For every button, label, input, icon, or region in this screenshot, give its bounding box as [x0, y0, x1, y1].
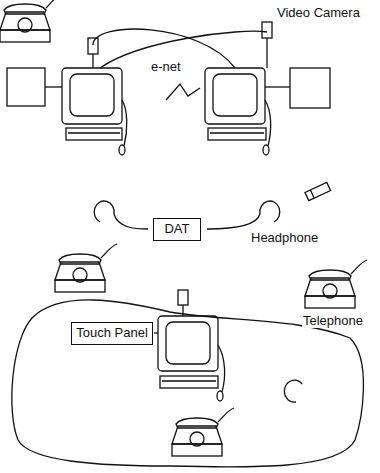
headphone: [94, 201, 114, 222]
telephone: [0, 0, 62, 42]
camera-cable: [100, 31, 267, 68]
audio-cord: [114, 214, 148, 229]
audio-cord: [207, 214, 260, 229]
mouse: [119, 145, 125, 155]
monitor: [158, 316, 218, 371]
mouse: [217, 391, 223, 401]
headphone: [260, 201, 280, 222]
network-label: e-net: [150, 60, 182, 74]
side-speaker: [7, 68, 45, 106]
headphone-label: Headphone: [250, 231, 319, 245]
dat-recorder: DAT: [153, 218, 201, 241]
video-camera: [178, 290, 188, 305]
side-speaker: [290, 68, 330, 108]
keyboard: [160, 376, 218, 388]
telephone-label: Telephone: [302, 314, 364, 328]
microphone: [305, 182, 331, 200]
network-symbol: [166, 84, 200, 100]
room-outline: [12, 300, 364, 467]
video-camera: [88, 38, 98, 54]
node-text: Touch Panel: [76, 326, 148, 340]
monitor: [205, 68, 265, 124]
camera-label: Video Camera: [276, 6, 361, 20]
keyboard: [208, 128, 266, 140]
keyboard: [66, 128, 122, 140]
node-text: DAT: [164, 222, 189, 236]
mouse: [263, 145, 269, 155]
monitor: [62, 68, 122, 124]
headphone: [284, 380, 302, 402]
video-camera: [262, 22, 272, 38]
touch-panel: Touch Panel: [71, 322, 153, 345]
